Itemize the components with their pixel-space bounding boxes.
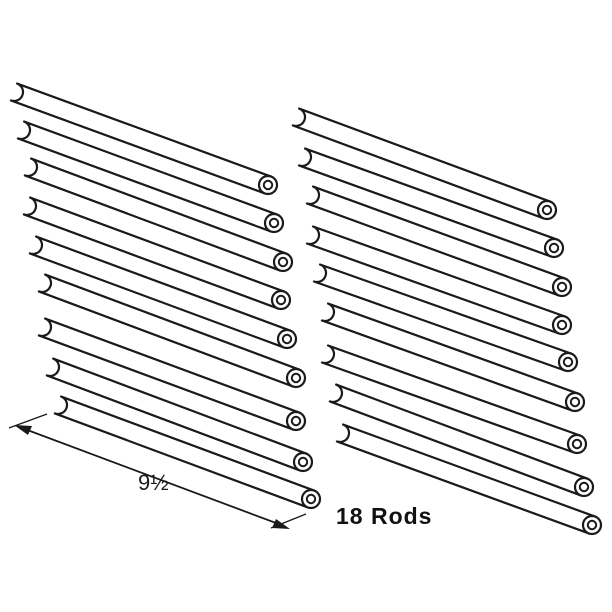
rod-bore — [541, 204, 553, 216]
rod-bore — [571, 438, 583, 450]
rod-bore — [562, 356, 574, 368]
rod-bore — [548, 242, 560, 254]
rod-body — [320, 344, 582, 454]
rod — [45, 357, 314, 473]
rod-body — [53, 395, 316, 509]
rod — [297, 147, 565, 259]
rod-body — [335, 423, 597, 535]
dimension-arrow-left — [14, 425, 32, 435]
rod-body — [305, 185, 567, 297]
rod — [305, 185, 573, 298]
rod-bore — [290, 415, 302, 427]
rod-bore — [305, 493, 317, 505]
rod-body — [45, 357, 308, 472]
rod-bore — [277, 256, 289, 268]
length-dimension — [8, 413, 307, 529]
rod-bore — [275, 294, 287, 306]
rod-body — [37, 317, 301, 431]
rod-body — [16, 120, 279, 233]
rod-bore — [556, 281, 568, 293]
rod-bore — [556, 319, 568, 331]
rod — [23, 157, 294, 273]
rod — [305, 225, 573, 336]
rod-body — [23, 157, 288, 272]
rod-bore — [578, 481, 590, 493]
rod — [28, 235, 298, 350]
rod-body — [297, 147, 559, 258]
dimension-label: 9½ — [138, 470, 169, 495]
dimension-arrow-right — [272, 519, 290, 529]
dimension-line — [21, 427, 285, 527]
rod-group — [9, 82, 603, 536]
rod-body — [305, 225, 567, 335]
rod — [291, 107, 558, 221]
rod — [9, 82, 279, 196]
rod — [53, 395, 322, 510]
rod — [312, 263, 579, 373]
rod — [16, 120, 285, 234]
rod — [320, 302, 586, 413]
rod-count-label: 18 Rods — [336, 503, 433, 529]
rod-bore — [569, 396, 581, 408]
rod — [22, 196, 292, 311]
rod-body — [22, 196, 286, 310]
rod-body — [291, 107, 552, 220]
rod-bore — [281, 333, 293, 345]
rod-bore — [586, 519, 598, 531]
rod — [320, 344, 588, 455]
rod — [328, 383, 595, 498]
rod-bore — [268, 217, 280, 229]
rod-bore — [262, 179, 274, 191]
rod — [37, 273, 307, 389]
rod — [335, 423, 603, 536]
rod-body — [320, 302, 580, 412]
rod-body — [9, 82, 273, 195]
rod-bore — [290, 372, 302, 384]
rod-bore — [297, 456, 309, 468]
rod-body — [37, 273, 301, 388]
rod-body — [312, 263, 573, 372]
rod-body — [28, 235, 292, 349]
rod — [37, 317, 307, 432]
rod-body — [328, 383, 589, 497]
